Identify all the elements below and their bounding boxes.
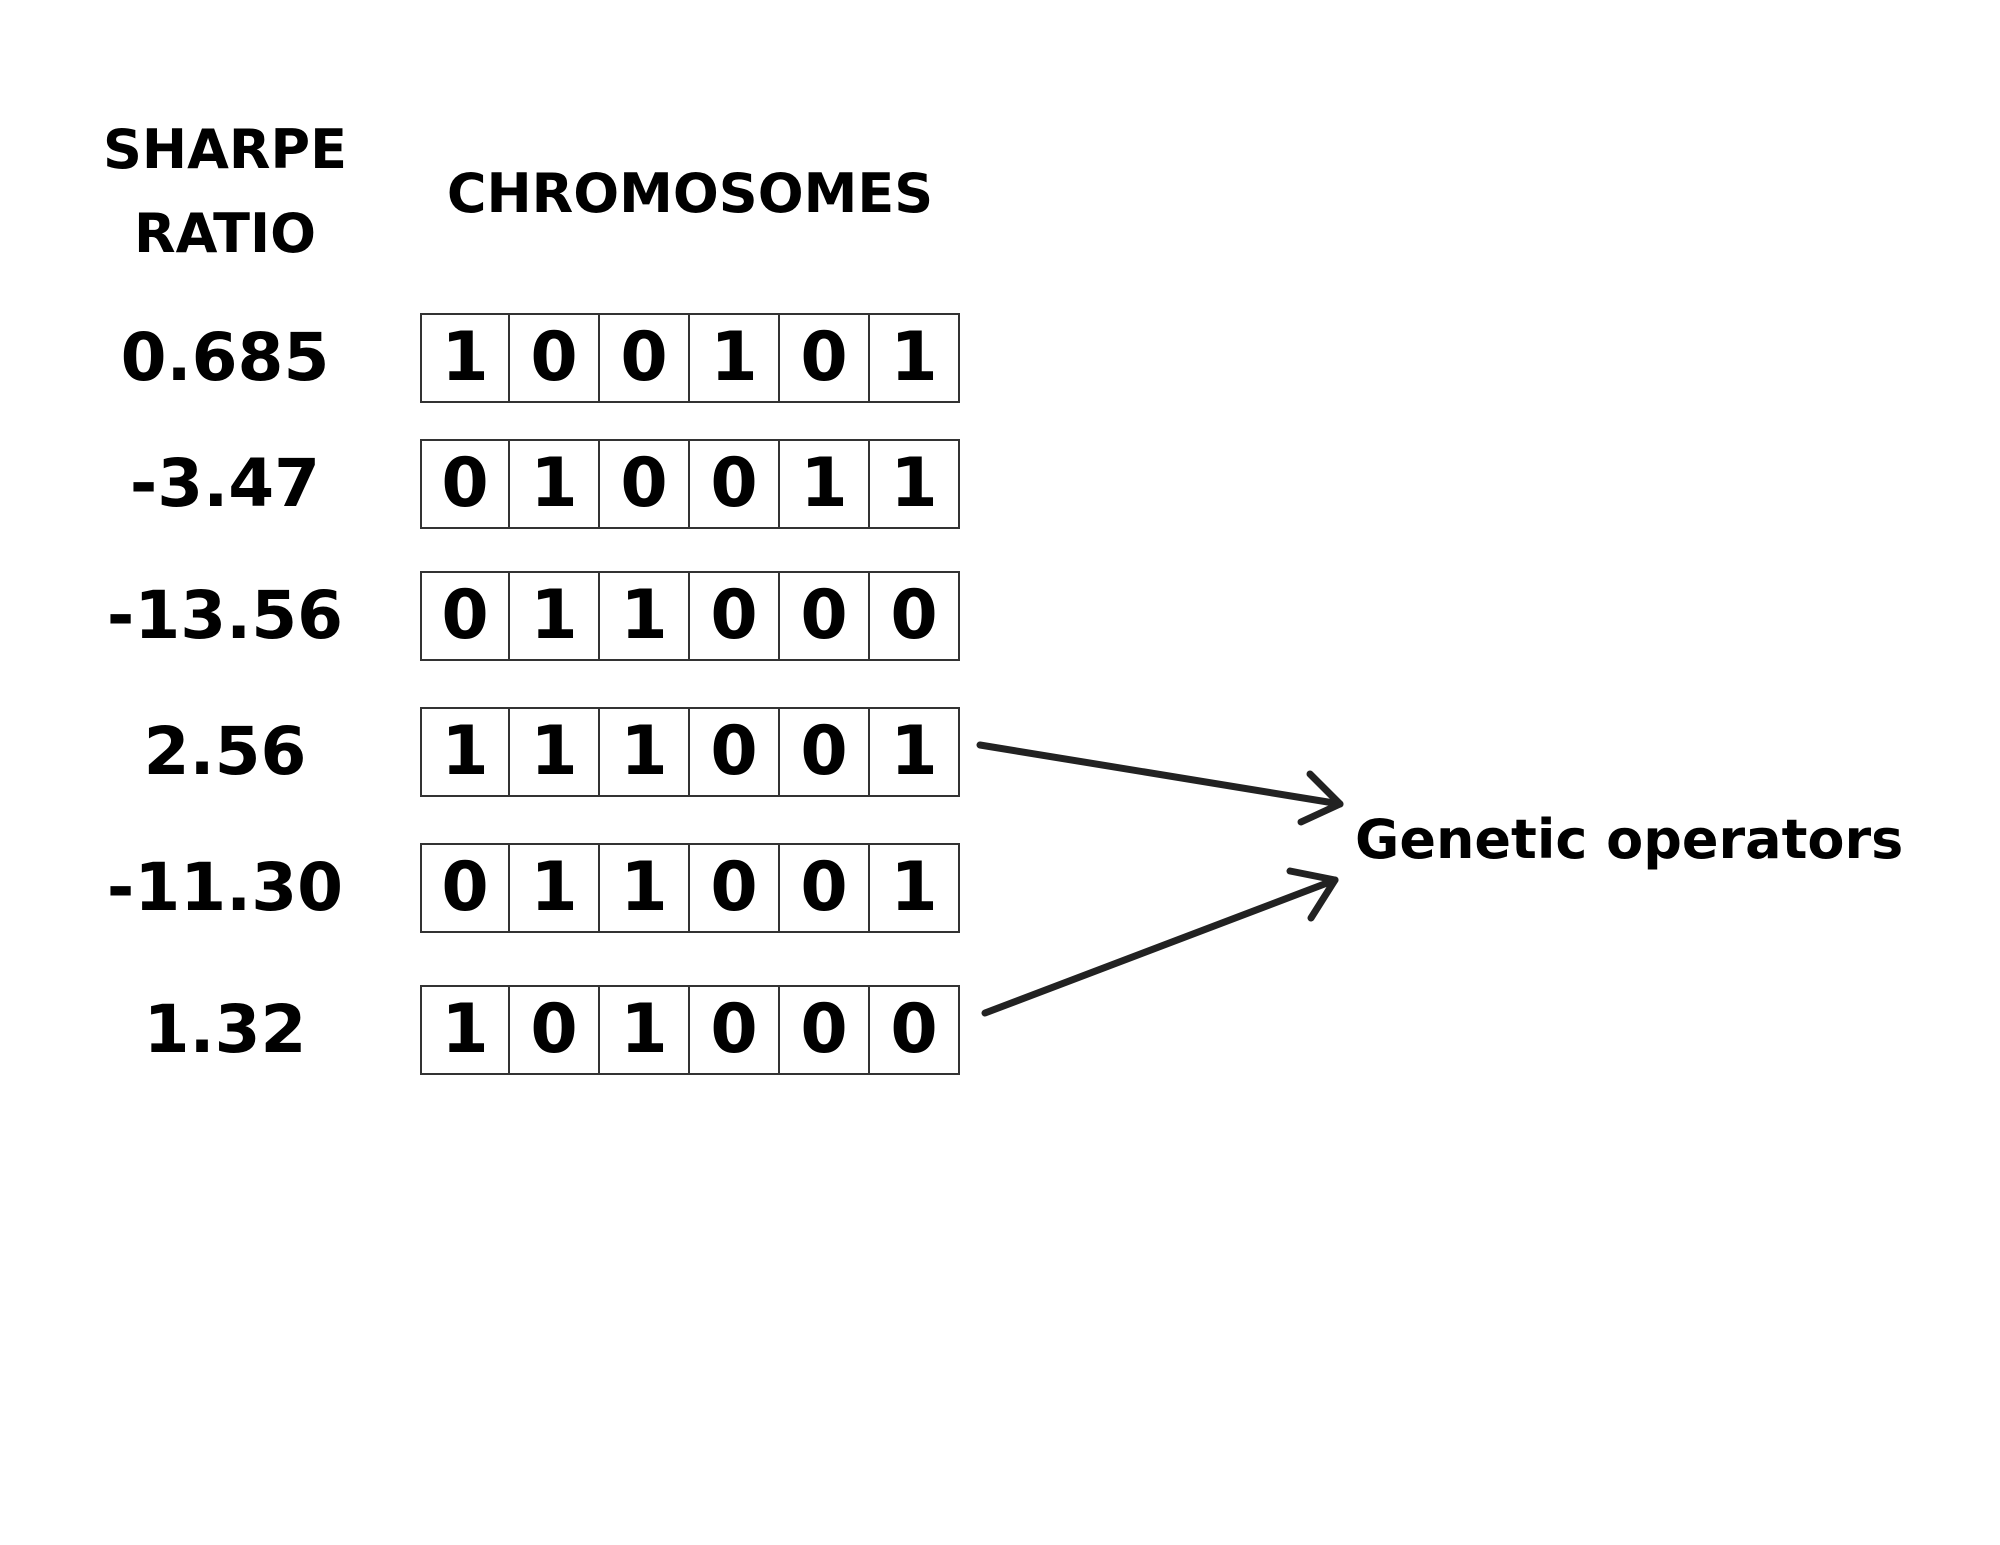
gene-cell: 0 bbox=[600, 439, 690, 529]
gene-cell: 0 bbox=[780, 985, 870, 1075]
gene-cell: 1 bbox=[870, 843, 960, 933]
gene-cell: 0 bbox=[780, 707, 870, 797]
arrow-top-head bbox=[1297, 770, 1344, 826]
gene-cell: 1 bbox=[510, 571, 600, 661]
gene-cell: 1 bbox=[870, 313, 960, 403]
gene-cell: 0 bbox=[510, 313, 600, 403]
gene-cell: 0 bbox=[420, 571, 510, 661]
gene-cell: 0 bbox=[690, 439, 780, 529]
gene-cell: 0 bbox=[420, 843, 510, 933]
genetic-operators-label: Genetic operators bbox=[1355, 808, 1904, 871]
gene-cell: 0 bbox=[780, 843, 870, 933]
gene-cell: 0 bbox=[690, 843, 780, 933]
gene-cell: 0 bbox=[510, 985, 600, 1075]
gene-cell: 1 bbox=[420, 313, 510, 403]
gene-cell: 0 bbox=[870, 571, 960, 661]
gene-cell: 1 bbox=[780, 439, 870, 529]
sharpe-value: 0.685 bbox=[120, 319, 330, 396]
gene-cell: 0 bbox=[600, 313, 690, 403]
gene-cell: 1 bbox=[510, 843, 600, 933]
gene-cell: 1 bbox=[870, 439, 960, 529]
sharpe-value: -3.47 bbox=[129, 445, 321, 522]
gene-cell: 1 bbox=[420, 707, 510, 797]
gene-cell: 0 bbox=[420, 439, 510, 529]
sharpe-ratio-header: SHARPE RATIO bbox=[60, 108, 390, 276]
sharpe-value: 2.56 bbox=[143, 713, 307, 790]
gene-cell: 0 bbox=[690, 707, 780, 797]
gene-cell: 1 bbox=[600, 707, 690, 797]
chromosomes-header: CHROMOSOMES bbox=[446, 162, 934, 225]
sharpe-value: 1.32 bbox=[143, 991, 307, 1068]
gene-cell: 0 bbox=[690, 571, 780, 661]
gene-cell: 1 bbox=[420, 985, 510, 1075]
gene-cell: 0 bbox=[870, 985, 960, 1075]
arrow-top-shaft bbox=[976, 741, 1344, 808]
gene-cell: 1 bbox=[600, 843, 690, 933]
gene-cell: 0 bbox=[690, 985, 780, 1075]
gene-cell: 1 bbox=[510, 439, 600, 529]
sharpe-value: -13.56 bbox=[106, 577, 344, 654]
gene-cell: 1 bbox=[600, 985, 690, 1075]
gene-cell: 0 bbox=[780, 313, 870, 403]
gene-cell: 1 bbox=[510, 707, 600, 797]
arrow-bottom-head bbox=[1286, 867, 1339, 922]
gene-cell: 1 bbox=[870, 707, 960, 797]
gene-cell: 0 bbox=[780, 571, 870, 661]
arrow-bottom-shaft bbox=[981, 876, 1339, 1017]
sharpe-value: -11.30 bbox=[106, 849, 344, 926]
gene-cell: 1 bbox=[600, 571, 690, 661]
gene-cell: 1 bbox=[690, 313, 780, 403]
sharpe-header-line1: SHARPE bbox=[103, 118, 347, 181]
sharpe-header-line2: RATIO bbox=[133, 202, 316, 265]
